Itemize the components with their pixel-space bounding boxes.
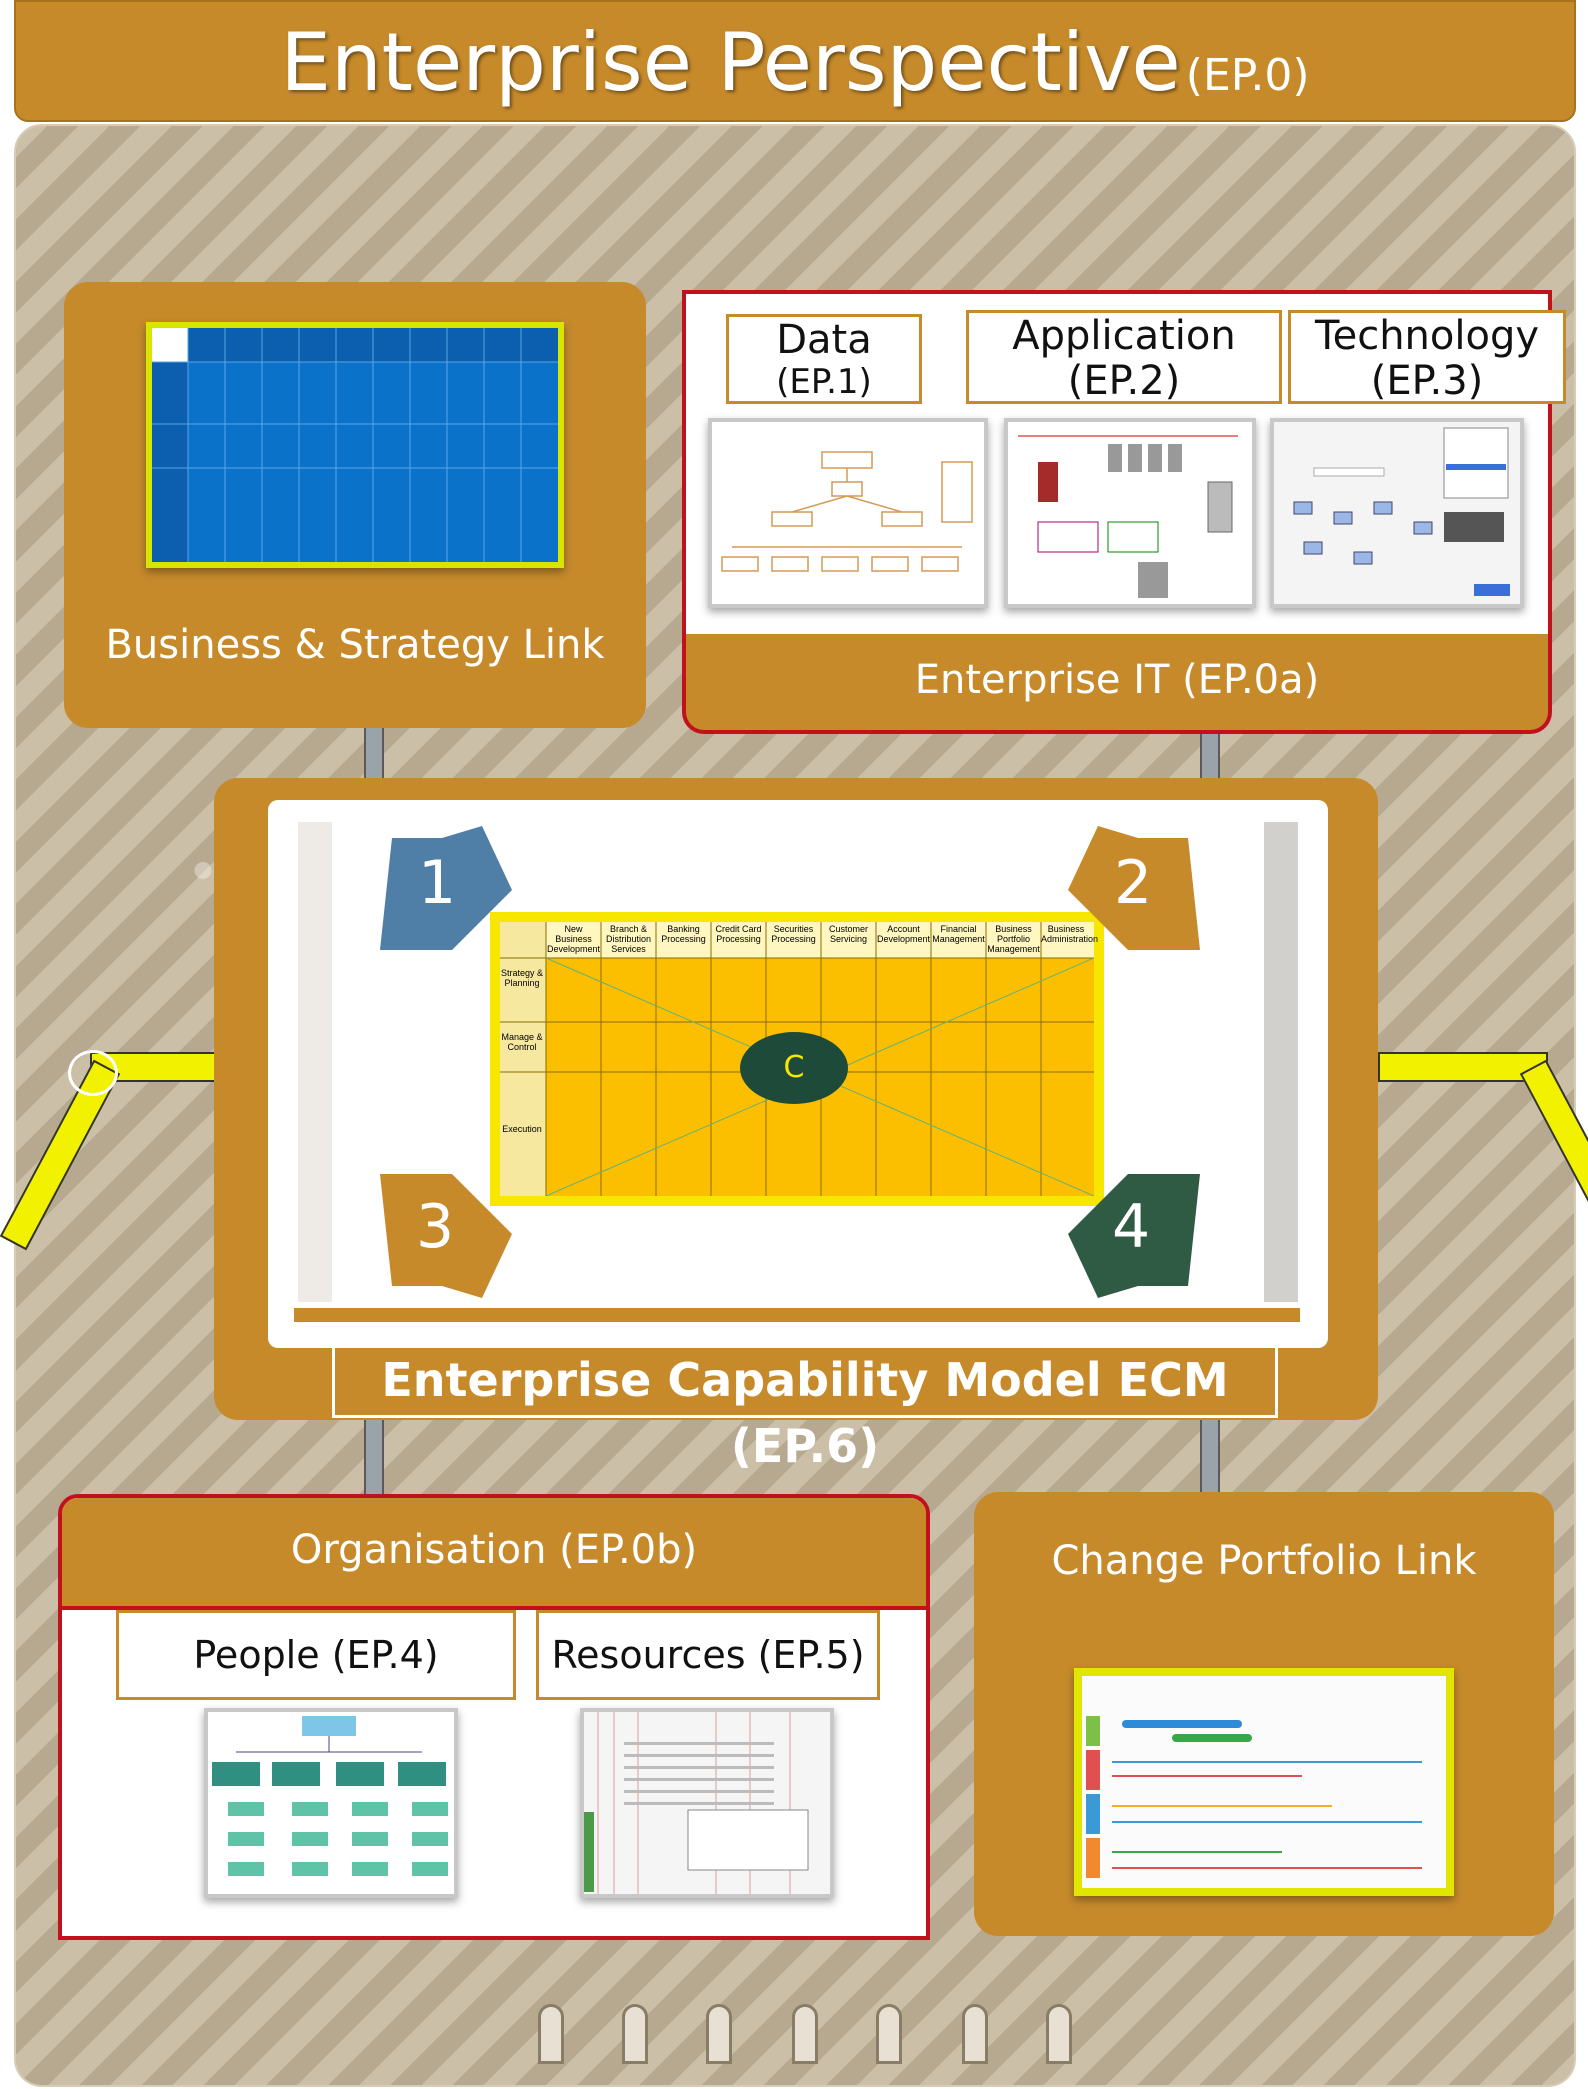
ecm-col-header: Business Administration [1041, 924, 1099, 944]
connector-pin [538, 2004, 564, 2064]
ecm-col-header: Customer Servicing [828, 924, 868, 944]
ecm-col-headers: New Business Development Branch & Distri… [546, 924, 1106, 958]
business-strategy-label[interactable]: Business & Strategy Link [105, 622, 605, 668]
page-title-code: (EP.0) [1185, 50, 1310, 101]
page-header: Enterprise Perspective (EP.0) [14, 0, 1576, 122]
enterprise-it-label-bar: Enterprise IT (EP.0a) [682, 634, 1552, 734]
ecm-bottom-bar [294, 1308, 1300, 1322]
people-title-box: People (EP.4) [116, 1610, 516, 1700]
ecm-col-header: Business Portfolio Management [987, 924, 1040, 954]
data-diagram-graphic [721, 451, 973, 572]
arrow-4-label: 4 [1112, 1192, 1151, 1262]
technology-screen-graphic [1274, 422, 1520, 604]
capability-grid-graphic [152, 328, 558, 562]
ecm-col-header: Branch & Distribution Services [605, 924, 652, 954]
ecm-col-header: Securities Processing [771, 924, 816, 944]
ecm-row-header: Manage & Control [501, 1032, 543, 1052]
yellow-wire-right [1378, 1052, 1548, 1082]
connector-pin [962, 2004, 988, 2064]
arrow-3-label: 3 [416, 1192, 455, 1262]
connector-pin [876, 2004, 902, 2064]
enterprise-it-label[interactable]: Enterprise IT (EP.0a) [914, 657, 1320, 703]
resources-title: Resources (EP.5) [551, 1633, 865, 1677]
change-portfolio-label[interactable]: Change Portfolio Link [1051, 1538, 1477, 1584]
agile-roadmap-thumbnail[interactable] [1074, 1668, 1454, 1896]
organisation-label[interactable]: Organisation (EP.0b) [290, 1527, 698, 1573]
arrow-2-label: 2 [1114, 848, 1153, 918]
ecm-left-bevel [298, 822, 332, 1302]
arrow-3-icon[interactable]: 3 [372, 1174, 512, 1298]
data-column-title: Data (EP.1) [726, 314, 922, 404]
ecm-col-header: Financial Management [932, 924, 985, 944]
connector-node [68, 1050, 118, 1096]
page-title: Enterprise Perspective [280, 16, 1181, 109]
roadmap-graphic [1082, 1676, 1446, 1888]
org-chart-graphic [212, 1716, 448, 1876]
arrow-4-icon[interactable]: 4 [1068, 1174, 1208, 1298]
organisation-panel: Organisation (EP.0b) People (EP.4) Resou… [58, 1494, 930, 1940]
application-column-title: Application (EP.2) [966, 310, 1282, 404]
ecm-center-node[interactable]: C [740, 1032, 848, 1104]
application-diagram-graphic [1018, 435, 1238, 598]
connector-pin [1046, 2004, 1072, 2064]
connector-pin [792, 2004, 818, 2064]
arrow-2-icon[interactable]: 2 [1068, 826, 1208, 950]
change-portfolio-panel: Change Portfolio Link [974, 1492, 1554, 1936]
business-strategy-panel: Business & Strategy Link [64, 282, 646, 728]
ecm-canvas: New Business Development Branch & Distri… [268, 800, 1328, 1348]
technology-config-thumbnail[interactable] [1270, 418, 1524, 608]
connector-pin [622, 2004, 648, 2064]
ecm-col-header: Banking Processing [661, 924, 706, 944]
ecm-title-box[interactable]: Enterprise Capability Model ECM (EP.6) [332, 1344, 1278, 1473]
capability-map-thumbnail [146, 322, 564, 568]
connector-pin [706, 2004, 732, 2064]
resource-plan-thumbnail[interactable] [580, 1708, 834, 1898]
arrow-1-label: 1 [418, 848, 457, 918]
resource-plan-graphic [584, 1712, 830, 1894]
ecm-right-bevel [1264, 822, 1298, 1302]
ecm-row-header: Execution [502, 1124, 542, 1134]
ecm-col-header: New Business Development [546, 924, 601, 954]
ecm-col-header: Account Development [876, 924, 931, 944]
ecm-row-header: Strategy & Planning [500, 968, 544, 988]
technology-column-title: Technology (EP.3) [1288, 310, 1566, 404]
application-architecture-thumbnail[interactable] [1004, 418, 1256, 608]
organisation-header: Organisation (EP.0b) [62, 1498, 926, 1610]
resources-title-box: Resources (EP.5) [536, 1610, 880, 1700]
ecm-col-header: Credit Card Processing [715, 924, 762, 944]
arrow-1-icon[interactable]: 1 [372, 826, 512, 950]
data-model-thumbnail[interactable] [708, 418, 988, 608]
people-title: People (EP.4) [193, 1633, 439, 1677]
org-chart-thumbnail[interactable] [204, 1708, 458, 1898]
ecm-title: Enterprise Capability Model ECM (EP.6) [381, 1353, 1229, 1473]
